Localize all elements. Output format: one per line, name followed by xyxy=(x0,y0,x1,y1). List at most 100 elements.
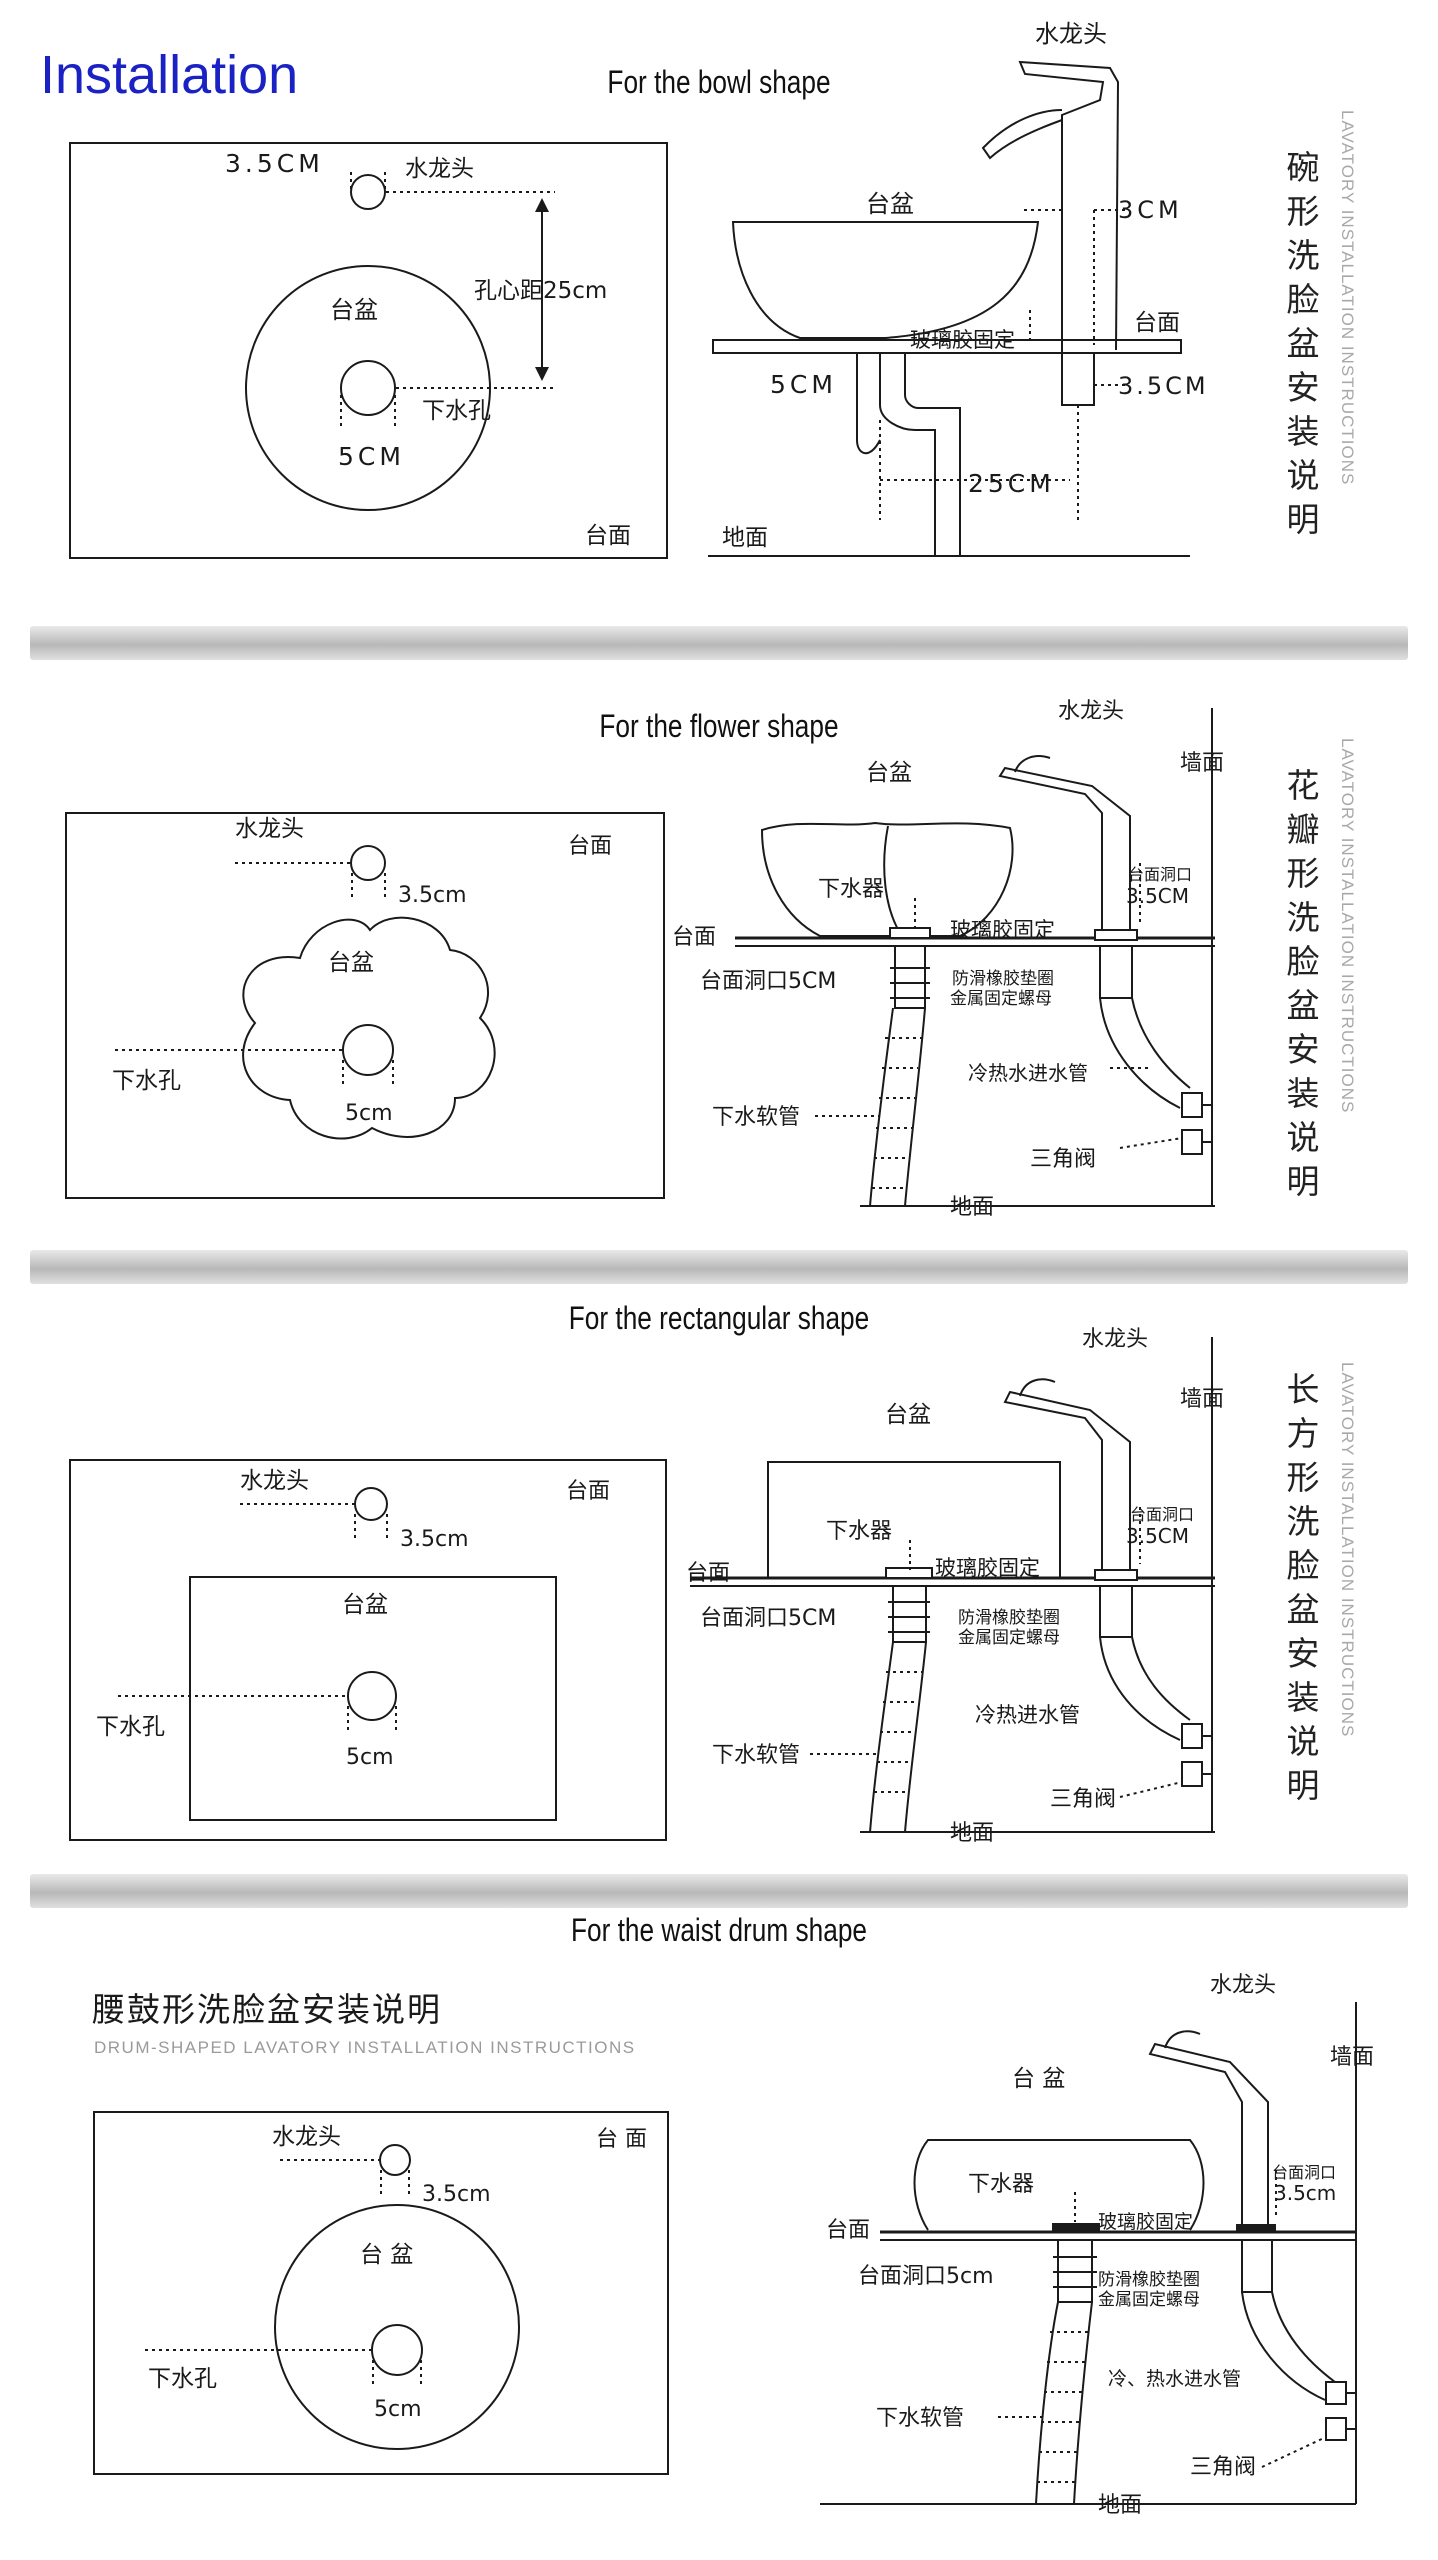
side-glue-label: 玻璃胶固定 xyxy=(935,1556,1040,1580)
angle-valve xyxy=(1181,1129,1203,1155)
side-faucet-label: 水龙头 xyxy=(1035,20,1107,48)
rect-side-en: LAVATORY INSTALLATION INSTRUCTIONS xyxy=(1338,1362,1357,1738)
side-valve-label: 三角阀 xyxy=(1190,2455,1256,2480)
plan-drain-label: 下水孔 xyxy=(422,398,491,424)
drainer xyxy=(892,1586,927,1643)
side-inlet-label: 冷热水进水管 xyxy=(968,1061,1088,1085)
side-counter-label: 台面 xyxy=(672,925,716,950)
bowl-basin xyxy=(731,221,1040,339)
page-title: Installation xyxy=(40,45,299,105)
side-floor-label: 地面 xyxy=(950,1195,994,1220)
side-gap-label: 3CM xyxy=(1118,196,1183,224)
side-basin-label: 台 盆 xyxy=(1012,2066,1065,2092)
plan-drain-size: 5CM xyxy=(338,442,405,471)
plan-drain-label: 下水孔 xyxy=(96,1714,165,1740)
side-hole-label: 3.5CM xyxy=(1126,884,1189,908)
plan-counter-label: 台面 xyxy=(585,523,631,549)
side-hole-label: 3.5CM xyxy=(1126,1524,1189,1548)
drain-hose xyxy=(1035,2301,1093,2505)
side-nut-label: 金属固定螺母 xyxy=(950,989,1052,1009)
plan-counter-label: 台面 xyxy=(566,1479,610,1504)
side-counter-label: 台面 xyxy=(826,2218,870,2243)
drum-basin xyxy=(913,2139,1205,2231)
side-drainer-label: 下水器 xyxy=(818,877,884,902)
side-basin-label: 台盆 xyxy=(866,760,912,786)
drain-hole xyxy=(342,1024,394,1076)
side-distance-label: 25CM xyxy=(968,469,1055,498)
side-floor-label: 地面 xyxy=(722,525,768,551)
flower-side-diagram: 水龙头 墙面 台盆 台面洞口 3.5CM 下水器 玻璃胶固定 台面 台面洞口5C… xyxy=(672,699,1224,1220)
side-hole-caption: 台面洞口 xyxy=(1272,2163,1336,2182)
angle-valve xyxy=(1325,2417,1347,2441)
drum-plan-diagram: 水龙头 3.5cm 台 面 台 盆 下水孔 5cm xyxy=(93,2111,669,2475)
side-hose-label: 下水软管 xyxy=(712,1105,800,1130)
drainer xyxy=(894,946,926,1009)
side-hole-label: 3.5CM xyxy=(1118,372,1209,400)
plan-drain-size: 5cm xyxy=(345,1101,393,1126)
side-hose-label: 下水软管 xyxy=(876,2406,964,2431)
plan-basin-label: 台盆 xyxy=(330,296,378,324)
side-wall-label: 墙面 xyxy=(1180,1387,1224,1412)
faucet-shape xyxy=(998,766,1131,930)
drum-title: For the waist drum shape xyxy=(570,1912,868,1948)
drum-side-diagram: 水龙头 墙面 台 盆 台面洞口 3.5cm 下水器 玻璃胶固定 台面 台面洞口5… xyxy=(820,1973,1374,2518)
faucet-shape xyxy=(1003,1390,1131,1570)
plan-drain-label: 下水孔 xyxy=(112,1068,181,1094)
side-glue-label: 玻璃胶固定 xyxy=(910,328,1015,352)
plan-faucet-label: 水龙头 xyxy=(235,816,304,842)
side-valve-label: 三角阀 xyxy=(1030,1147,1096,1172)
side-hose-label: 下水软管 xyxy=(712,1743,800,1768)
bowl-plan-diagram: 3.5CM 水龙头 孔心距25cm 台盆 下水孔 5CM 台面 xyxy=(69,142,668,559)
faucet-hole xyxy=(350,845,386,881)
faucet-shape xyxy=(1018,60,1120,352)
side-gasket-label: 防滑橡胶垫圈 xyxy=(958,1608,1060,1628)
bowl-side-en: LAVATORY INSTALLATION INSTRUCTIONS xyxy=(1338,110,1357,486)
counter-outline xyxy=(69,142,668,559)
side-drainer-label: 下水器 xyxy=(968,2172,1034,2197)
side-wall-label: 墙面 xyxy=(1330,2045,1374,2070)
countertop xyxy=(712,339,1182,354)
plan-basin-label: 台盆 xyxy=(328,950,374,976)
side-glue-label: 玻璃胶固定 xyxy=(1098,2211,1193,2233)
plan-drain-size: 5cm xyxy=(346,1745,394,1770)
side-gasket-label: 防滑橡胶垫圈 xyxy=(952,969,1054,989)
divider-shadow-1 xyxy=(30,626,1408,660)
drain-hole xyxy=(347,1671,397,1721)
rect-side-diagram: 水龙头 墙面 台盆 台面洞口 3.5CM 下水器 玻璃胶固定 台面 台面洞口5C… xyxy=(686,1327,1224,1846)
plan-distance-label: 孔心距25cm xyxy=(474,278,607,304)
side-basin-label: 台盆 xyxy=(885,1402,931,1428)
plan-faucet-size: 3.5CM xyxy=(225,149,324,178)
side-wall-label: 墙面 xyxy=(1180,751,1224,776)
side-floor-label: 地面 xyxy=(1098,2493,1142,2518)
rect-title: For the rectangular shape xyxy=(568,1300,870,1336)
side-hole-caption: 台面洞口 xyxy=(1128,865,1192,884)
drain-hose xyxy=(869,1641,927,1833)
side-nut-label: 金属固定螺母 xyxy=(958,1628,1060,1648)
drum-basin-outline xyxy=(274,2204,520,2450)
divider-shadow-2 xyxy=(30,1250,1408,1284)
side-counter-hole: 台面洞口5cm xyxy=(858,2264,994,2289)
plan-faucet-label: 水龙头 xyxy=(272,2124,341,2150)
bowl-side-diagram: 水龙头 台盆 3CM 台面 玻璃胶固定 5CM 3.5CM 25CM 地面 xyxy=(708,20,1209,557)
plan-counter-label: 台面 xyxy=(568,834,612,859)
faucet-hole xyxy=(350,174,386,210)
counter-outline xyxy=(93,2111,669,2475)
side-glue-label: 玻璃胶固定 xyxy=(950,918,1055,942)
side-inlet-label: 冷、热水进水管 xyxy=(1108,2368,1241,2390)
flower-basin xyxy=(760,821,1014,937)
rect-basin xyxy=(767,1461,1061,1578)
flower-side-en: LAVATORY INSTALLATION INSTRUCTIONS xyxy=(1338,738,1357,1114)
side-basin-label: 台盆 xyxy=(866,190,914,218)
plan-counter-label: 台 面 xyxy=(596,2127,647,2152)
counter-outline xyxy=(65,812,665,1199)
side-counter-hole: 台面洞口5CM xyxy=(700,1606,836,1631)
rect-plan-diagram: 水龙头 3.5cm 台面 台盆 下水孔 5cm xyxy=(69,1459,667,1841)
inlet-pipes xyxy=(1241,2291,1336,2401)
flower-section: For the flower shape 花瓣形洗脸盆安装说明 LAVATORY… xyxy=(0,668,1438,1238)
plan-drain-size: 5cm xyxy=(374,2397,422,2422)
side-counter-hole: 台面洞口5CM xyxy=(700,969,836,994)
plan-faucet-size: 3.5cm xyxy=(398,883,467,908)
drum-cn-heading: 腰鼓形洗脸盆安装说明 xyxy=(92,1990,442,2029)
flower-plan-diagram: 水龙头 3.5cm 台面 台盆 下水孔 5cm xyxy=(65,812,665,1199)
inlet-pipes xyxy=(1099,997,1191,1109)
